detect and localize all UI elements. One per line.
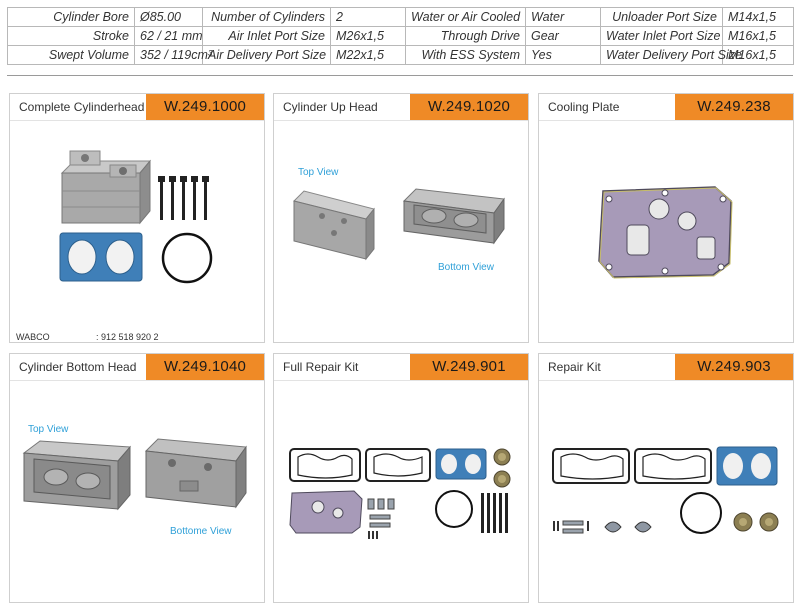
product-card-repair-kit[interactable]: Repair Kit W.249.903 <box>538 353 794 603</box>
section-divider <box>7 75 793 76</box>
spec-value: M14x1,5 <box>722 7 794 27</box>
product-code-badge: W.249.903 <box>675 354 793 380</box>
cooling-plate-image <box>598 186 733 279</box>
spec-label: Swept Volume <box>7 45 135 65</box>
bottom-view-label: Bottome View <box>170 526 232 537</box>
product-code-badge: W.249.1040 <box>146 354 264 380</box>
product-title: Complete Cylinderhead <box>19 100 145 114</box>
product-title: Full Repair Kit <box>283 360 359 374</box>
spec-value: Yes <box>525 45 601 65</box>
product-card-cylinder-up-head[interactable]: Cylinder Up Head W.249.1020 Top View Bot… <box>273 93 529 343</box>
spec-row: Swept Volume 352 / 119cm³ Air Delivery P… <box>7 45 794 65</box>
top-view-label: Top View <box>28 424 69 435</box>
card-header-divider <box>10 380 264 381</box>
spec-value: M22x1,5 <box>330 45 406 65</box>
spec-label: Water Inlet Port Size <box>600 26 723 46</box>
card-header-divider <box>274 380 528 381</box>
cylinder-up-head-image <box>293 188 505 261</box>
reference-number: : 912 518 920 2 <box>96 332 159 342</box>
spec-value: Water <box>525 7 601 27</box>
product-title: Cylinder Bottom Head <box>19 360 137 374</box>
bottom-view-label: Bottom View <box>438 262 494 273</box>
cylinderhead-kit-image <box>59 150 213 284</box>
top-view-label: Top View <box>298 167 339 178</box>
product-code-badge: W.249.1000 <box>146 94 264 120</box>
repair-kit-image <box>552 446 779 534</box>
product-card-cylinder-bottom-head[interactable]: Cylinder Bottom Head W.249.1040 Top View… <box>9 353 265 603</box>
card-header-divider <box>539 120 793 121</box>
spec-value: 352 / 119cm³ <box>134 45 212 65</box>
product-title: Cooling Plate <box>548 100 620 114</box>
cylinder-bottom-head-image <box>22 438 247 511</box>
spec-value: 2 <box>330 7 406 27</box>
product-card-complete-cylinderhead[interactable]: Complete Cylinderhead W.249.1000 WABCO :… <box>9 93 265 343</box>
spec-value: 62 / 21 mm <box>134 26 203 46</box>
spec-table: Cylinder Bore Ø85.00 Number of Cylinders… <box>7 7 794 65</box>
product-code-badge: W.249.238 <box>675 94 793 120</box>
spec-label: With ESS System <box>405 45 526 65</box>
product-code-badge: W.249.1020 <box>410 94 528 120</box>
spec-label: Water or Air Cooled <box>405 7 526 27</box>
spec-label: Air Delivery Port Size <box>202 45 331 65</box>
spec-value: M16x1,5 <box>722 45 794 65</box>
brand-label: WABCO <box>16 332 50 342</box>
product-card-full-repair-kit[interactable]: Full Repair Kit W.249.901 <box>273 353 529 603</box>
spec-label: Unloader Port Size <box>600 7 723 27</box>
spec-label: Number of Cylinders <box>202 7 331 27</box>
product-card-cooling-plate[interactable]: Cooling Plate W.249.238 <box>538 93 794 343</box>
spec-value: M26x1,5 <box>330 26 406 46</box>
spec-row: Stroke 62 / 21 mm Air Inlet Port Size M2… <box>7 26 794 46</box>
spec-label: Water Delivery Port Size <box>600 45 742 65</box>
card-header-divider <box>274 120 528 121</box>
spec-value: Ø85.00 <box>134 7 203 27</box>
card-header-divider <box>10 120 264 121</box>
card-header-divider <box>539 380 793 381</box>
spec-label: Cylinder Bore <box>7 7 135 27</box>
spec-value: Gear <box>525 26 601 46</box>
product-code-badge: W.249.901 <box>410 354 528 380</box>
spec-value: M16x1,5 <box>722 26 794 46</box>
spec-label: Through Drive <box>405 26 526 46</box>
full-repair-kit-image <box>289 448 511 539</box>
product-title: Repair Kit <box>548 360 601 374</box>
product-title: Cylinder Up Head <box>283 100 378 114</box>
spec-label: Air Inlet Port Size <box>202 26 331 46</box>
spec-row: Cylinder Bore Ø85.00 Number of Cylinders… <box>7 7 794 27</box>
spec-label: Stroke <box>7 26 135 46</box>
